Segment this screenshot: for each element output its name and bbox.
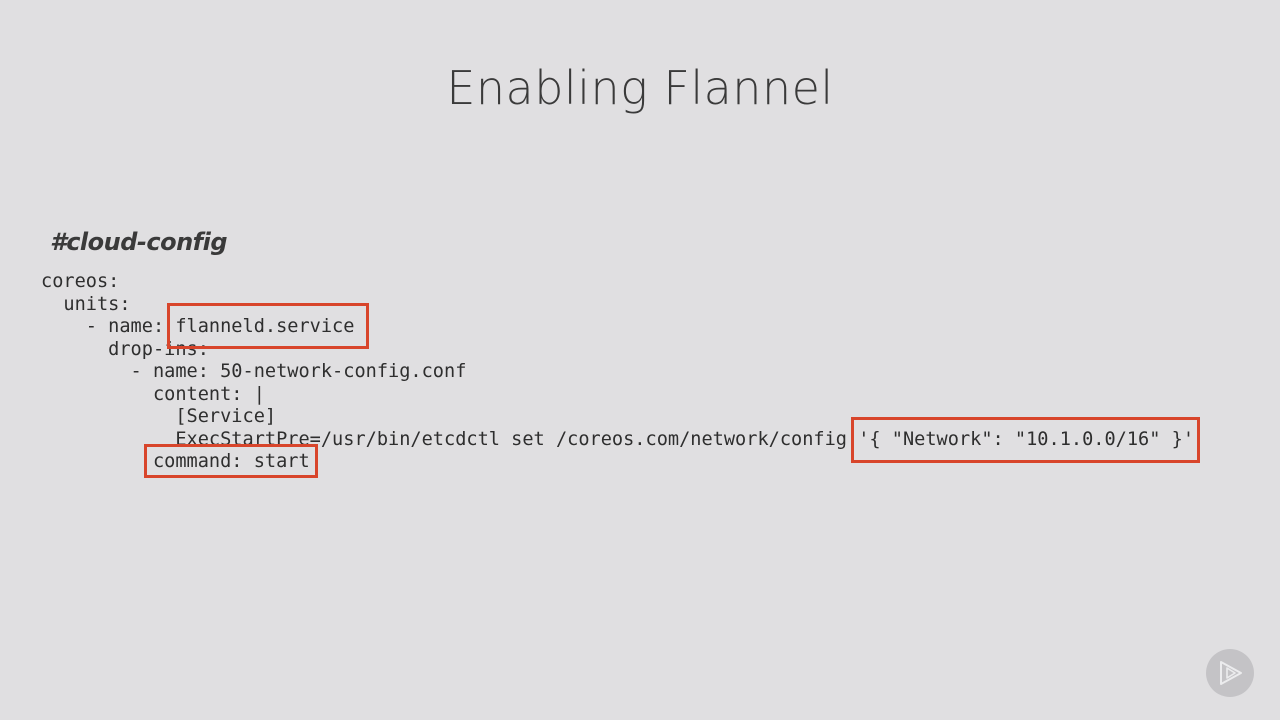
- code-line: content: |: [41, 383, 265, 405]
- code-line: units:: [41, 293, 131, 315]
- code-line: - name: flanneld.service: [41, 316, 355, 337]
- code-line: command: start: [41, 451, 310, 472]
- code-line: coreos:: [41, 271, 120, 292]
- code-heading: #cloud-config: [50, 228, 228, 256]
- code-block: coreos: units: - name: flanneld.service …: [41, 271, 1194, 474]
- slide-title: Enabling Flannel: [446, 61, 834, 115]
- code-line: - name: 50-network-config.conf: [41, 361, 467, 382]
- play-triangle-icon: [1206, 649, 1254, 697]
- code-line: ExecStartPre=/usr/bin/etcdctl set /coreo…: [41, 428, 1195, 450]
- code-line: drop-ins:: [41, 338, 209, 360]
- code-line: [Service]: [41, 406, 277, 427]
